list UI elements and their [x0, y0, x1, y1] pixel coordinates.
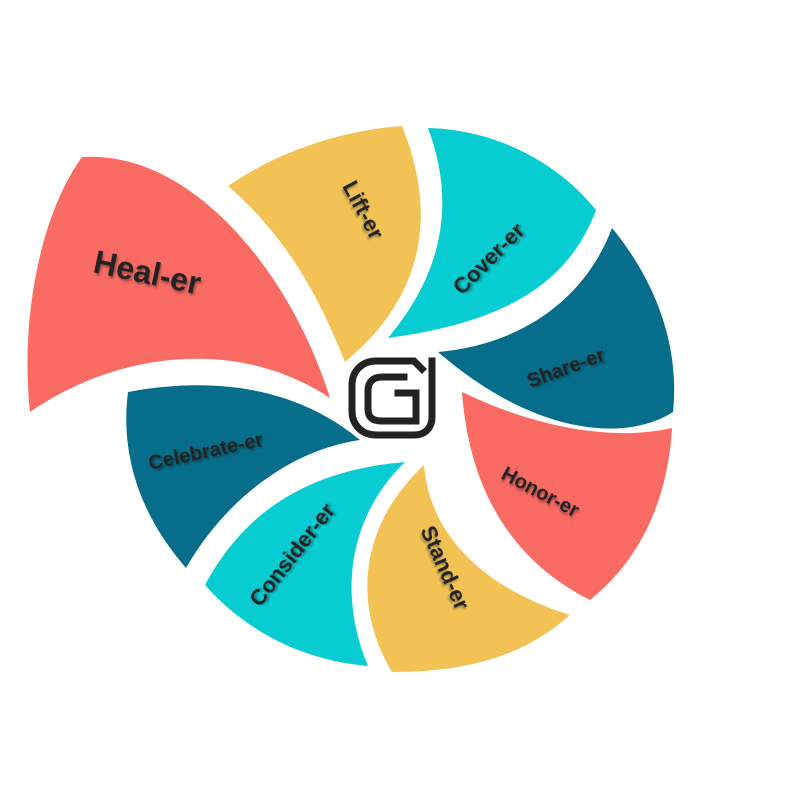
petal-lift-er — [228, 126, 421, 362]
petal-cover-er — [388, 128, 596, 338]
petal-heal-er — [27, 156, 330, 412]
petal-share-er — [438, 228, 675, 429]
petal-consider-er — [205, 462, 405, 666]
petal-celebrate-er — [126, 385, 360, 568]
g-logo-icon — [348, 357, 436, 439]
petal-honor-er — [462, 392, 672, 600]
petal-stand-er — [367, 465, 570, 672]
